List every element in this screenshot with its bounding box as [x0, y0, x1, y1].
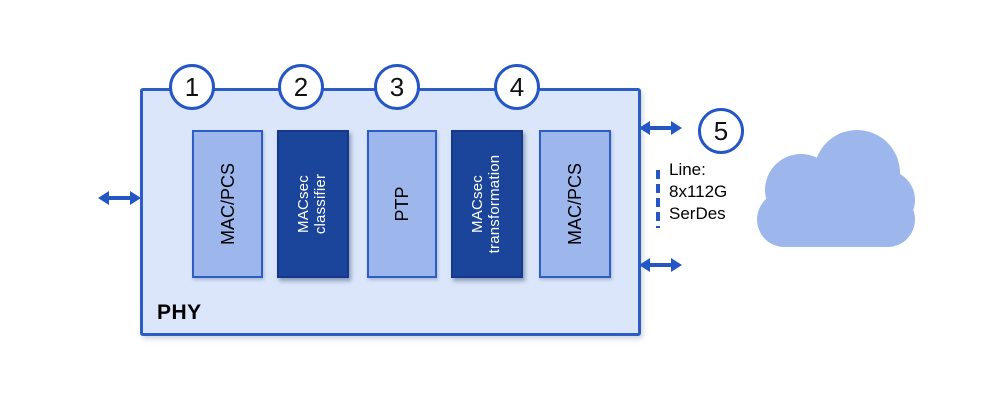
block-mac-pcs-line: MAC/PCS	[539, 130, 611, 278]
network-cloud-icon	[757, 130, 915, 247]
block-ptp-label: PTP	[391, 186, 412, 222]
block-mac-pcs-system-label: MAC/PCS	[217, 162, 238, 246]
block-macsec-classifier: MACsec classifier	[277, 130, 349, 278]
step-marker-1: 1	[169, 64, 215, 110]
block-macsec-transformation: MACsec transformation	[451, 130, 523, 278]
bidirectional-arrow-line-top-icon	[639, 121, 682, 135]
step-marker-2: 2	[278, 64, 324, 110]
block-macsec-transformation-label: MACsec transformation	[469, 154, 503, 254]
bidirectional-arrow-line-bottom-icon	[639, 258, 682, 272]
step-marker-5: 5	[698, 108, 744, 154]
step-marker-4: 4	[494, 64, 540, 110]
bidirectional-arrow-system-icon	[98, 191, 141, 205]
block-macsec-classifier-label: MACsec classifier	[295, 173, 329, 235]
step-marker-3: 3	[374, 64, 420, 110]
serdes-dashed-line	[656, 170, 660, 228]
block-mac-pcs-system: MAC/PCS	[192, 130, 263, 278]
line-serdes-annotation: Line: 8x112G SerDes	[669, 160, 728, 223]
block-ptp: PTP	[367, 130, 437, 278]
block-mac-pcs-line-label: MAC/PCS	[564, 162, 585, 246]
phy-label: PHY	[157, 301, 202, 324]
